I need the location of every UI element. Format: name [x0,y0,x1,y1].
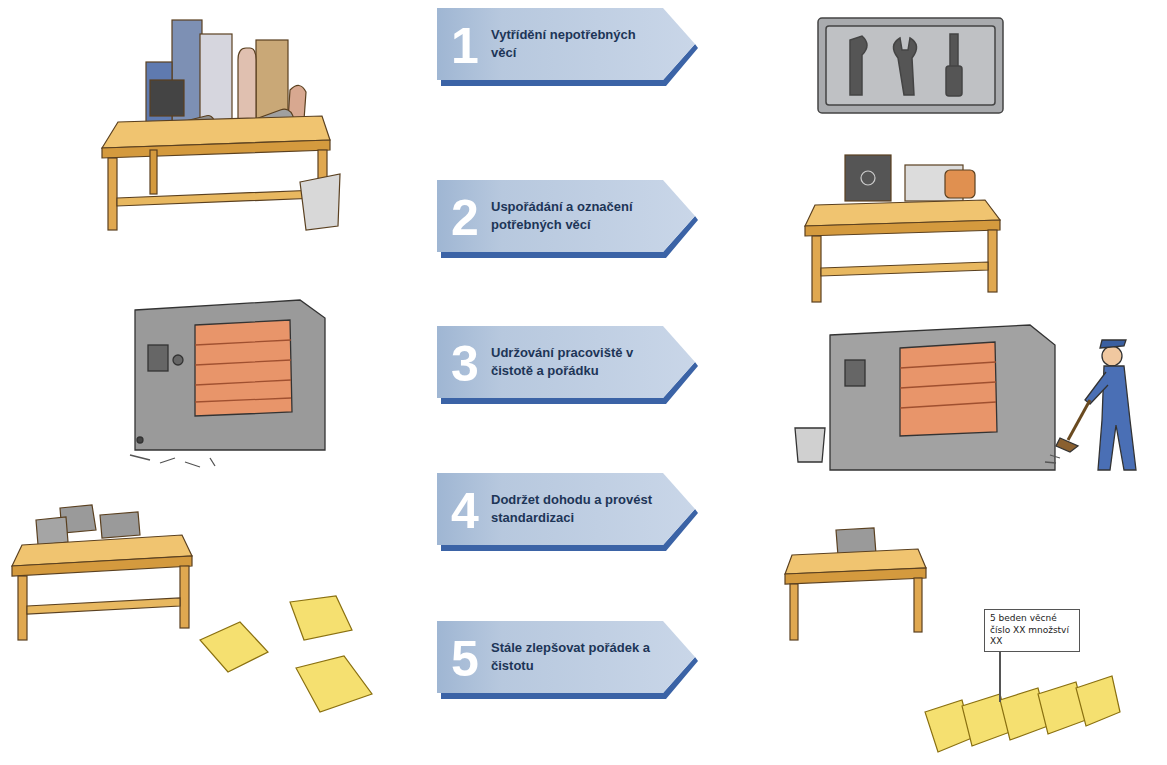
step-banner: 3 Udržování pracoviště v čistotě a pořádk… [437,326,695,405]
step-number: 4 [451,486,479,536]
step-number: 3 [451,339,479,389]
tool-board [818,18,1003,113]
bin-row [925,676,1120,752]
step-text: Stále zlepšovat pořádek a čistotu [491,639,656,674]
step-text: Uspořádání a označení potřebných věcí [491,198,656,233]
dirty-machine [130,300,325,467]
step-banner: 5 Stále zlepšovat pořádek a čistotu [437,621,695,700]
step-text: Dodržet dohodu a provést standardizaci [491,491,656,526]
cluttered-table [102,20,340,230]
table-with-parts [12,505,192,640]
ordered-table [805,155,1000,302]
sign-post [999,650,1001,702]
arrow-body [437,621,695,693]
sign-label: 5 beden věcné číslo XX množství XX [984,609,1080,652]
step-banner: 1 Vytřídění nepotřebných věcí [437,8,695,87]
arrow-body [437,326,695,398]
ordered-table-small [785,528,926,640]
step-banner: 4 Dodržet dohodu a provést standardizaci [437,473,695,552]
step-banner: 2 Uspořádání a označení potřebných věcí [437,180,695,259]
arrow-body [437,473,695,545]
arrow-body [437,180,695,252]
worker [1045,340,1136,470]
step-number: 1 [451,21,479,71]
step-text: Udržování pracoviště v čistotě a pořádku [491,344,656,379]
loose-bins [200,596,372,712]
step-text: Vytřídění nepotřebných věcí [491,26,656,61]
step-number: 2 [451,193,479,243]
clean-machine [795,325,1055,470]
arrow-body [437,8,695,80]
step-number: 5 [451,634,479,684]
